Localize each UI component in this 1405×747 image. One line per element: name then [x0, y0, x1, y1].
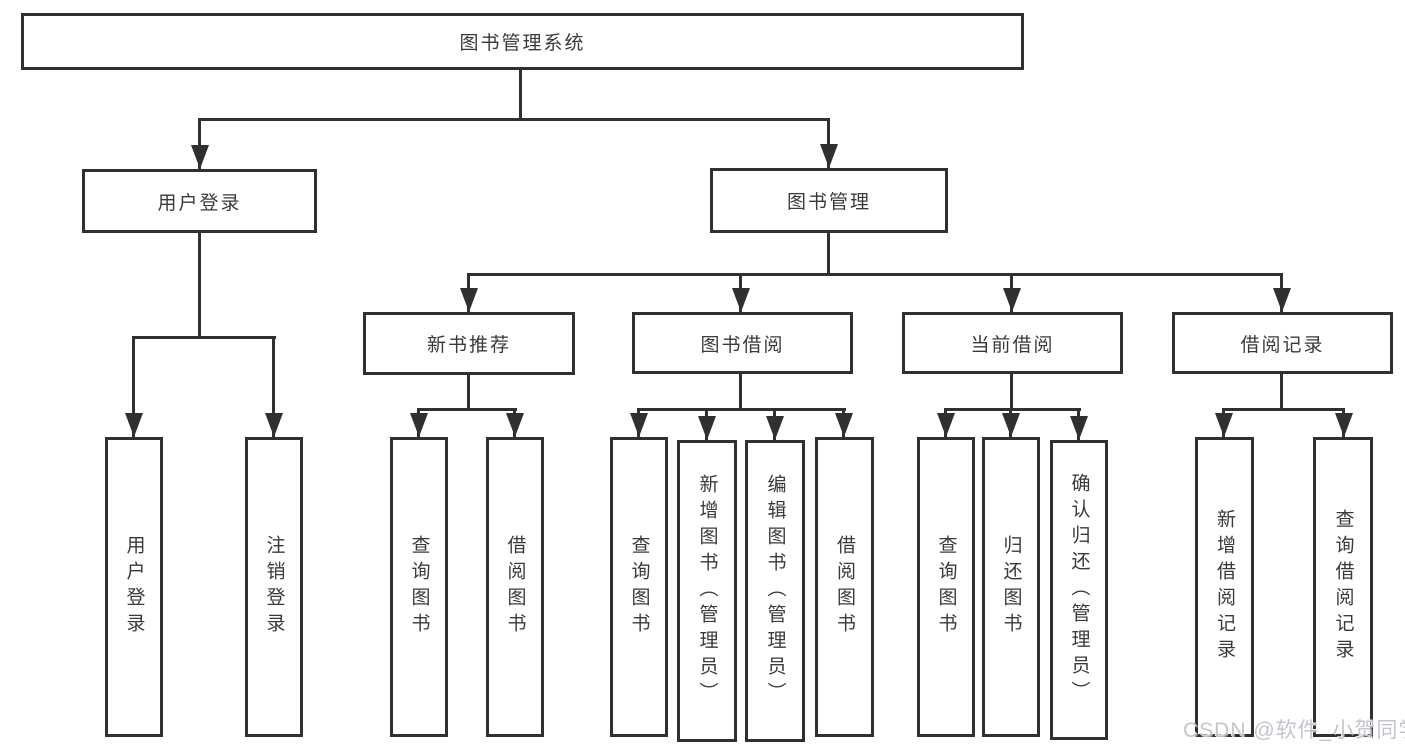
- connector-line: [132, 336, 135, 437]
- connector-line: [467, 374, 470, 411]
- arrow-down-icon: [460, 288, 478, 312]
- leaf-label: 查询借阅记录: [1332, 509, 1354, 665]
- arrow-down-icon: [410, 413, 428, 437]
- leaf-query-books-current: 查询图书: [917, 437, 975, 737]
- connector-line: [198, 233, 201, 339]
- connector-line: [132, 336, 276, 339]
- leaf-label: 编辑图书（管理员）: [764, 474, 786, 708]
- connector-line: [417, 408, 517, 411]
- node-user-login: 用户登录: [82, 169, 317, 233]
- arrow-down-icon: [1070, 416, 1088, 440]
- leaf-label: 归还图书: [1000, 535, 1022, 639]
- connector-line: [467, 273, 1283, 276]
- leaf-borrow-books-borrowing: 借阅图书: [815, 437, 874, 737]
- leaf-label: 查询图书: [628, 535, 650, 639]
- leaf-return-books: 归还图书: [982, 437, 1040, 737]
- leaf-add-borrow-record: 新增借阅记录: [1195, 437, 1254, 737]
- leaf-query-borrow-record: 查询借阅记录: [1313, 437, 1373, 737]
- arrow-down-icon: [835, 413, 853, 437]
- connector-line: [519, 70, 522, 121]
- arrow-down-icon: [1273, 288, 1291, 312]
- arrow-down-icon: [265, 413, 283, 437]
- csdn-watermark: CSDN @软件_小贺同学: [1183, 719, 1405, 742]
- connector-line: [827, 118, 830, 168]
- leaf-label: 注销登录: [263, 535, 285, 639]
- node-book-management: 图书管理: [710, 168, 948, 233]
- node-root-library-management-system: 图书管理系统: [21, 13, 1024, 70]
- connector-line: [1010, 373, 1013, 411]
- leaf-label: 新增借阅记录: [1214, 509, 1235, 665]
- arrow-down-icon: [1215, 413, 1233, 437]
- connector-line: [637, 408, 846, 411]
- leaf-add-books-admin: 新增图书（管理员）: [677, 440, 737, 742]
- arrow-down-icon: [1002, 413, 1020, 437]
- leaf-label: 确认归还（管理员）: [1068, 473, 1090, 707]
- connector-line: [272, 336, 275, 437]
- connector-line: [944, 408, 1081, 411]
- leaf-label: 查询图书: [935, 535, 957, 639]
- leaf-edit-books-admin: 编辑图书（管理员）: [745, 440, 805, 742]
- arrow-down-icon: [630, 413, 648, 437]
- leaf-label: 新增图书（管理员）: [696, 474, 718, 708]
- arrow-down-icon: [1335, 413, 1353, 437]
- leaf-label: 查询图书: [408, 535, 430, 639]
- leaf-query-books-recommend: 查询图书: [390, 437, 448, 737]
- connector-line: [1280, 374, 1283, 411]
- node-book-borrowing: 图书借阅: [632, 312, 853, 374]
- connector-line: [198, 118, 201, 169]
- node-current-borrowing: 当前借阅: [902, 312, 1123, 374]
- arrow-down-icon: [191, 145, 209, 169]
- connector-line: [739, 373, 742, 411]
- arrow-down-icon: [125, 413, 143, 437]
- arrow-down-icon: [1003, 288, 1021, 312]
- leaf-label: 用户登录: [123, 535, 145, 639]
- connector-line: [1222, 408, 1345, 411]
- arrow-down-icon: [506, 413, 524, 437]
- node-new-book-recommendation: 新书推荐: [363, 312, 575, 375]
- arrow-down-icon: [766, 416, 784, 440]
- leaf-label: 借阅图书: [834, 535, 855, 639]
- arrow-down-icon: [732, 288, 750, 312]
- leaf-label: 借阅图书: [504, 535, 526, 639]
- leaf-logout: 注销登录: [245, 437, 303, 737]
- leaf-user-login: 用户登录: [105, 437, 163, 737]
- leaf-confirm-return-admin: 确认归还（管理员）: [1050, 440, 1108, 740]
- leaf-borrow-books-recommend: 借阅图书: [486, 437, 544, 737]
- arrow-down-icon: [937, 413, 955, 437]
- arrow-down-icon: [698, 416, 716, 440]
- connector-line: [827, 233, 830, 276]
- leaf-query-books-borrowing: 查询图书: [610, 437, 668, 737]
- node-borrowing-records: 借阅记录: [1172, 312, 1393, 374]
- arrow-down-icon: [820, 144, 838, 168]
- connector-line: [198, 118, 830, 121]
